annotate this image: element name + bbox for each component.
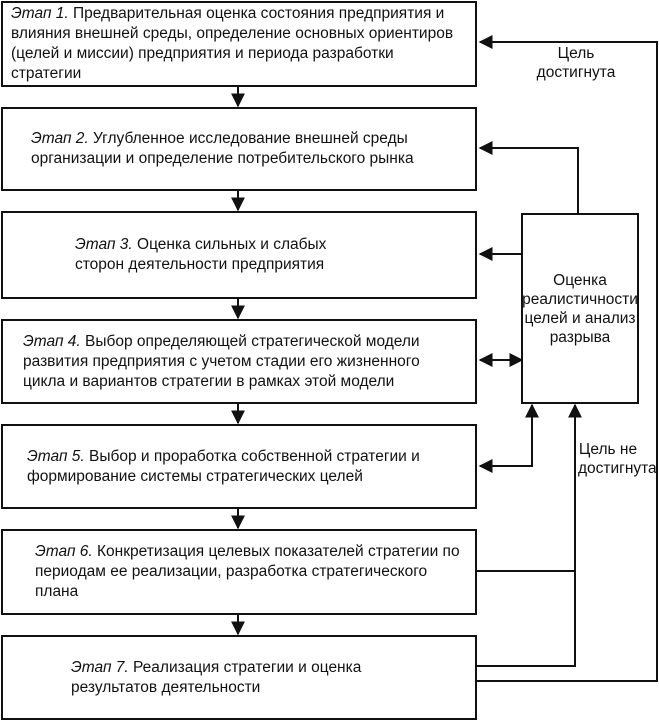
stage-1-text: Предварительная оценка состояния предпри…	[11, 5, 454, 82]
stage-7-box: Этап 7. Реализация стратегии и оценка ре…	[1, 635, 477, 720]
stage7-to-loop	[476, 571, 576, 667]
stage-4-label: Этап 4.	[23, 332, 81, 350]
stage-5-box: Этап 5. Выбор и проработка собственной с…	[1, 424, 477, 509]
stage-7-text: Реализация стратегии и оценка результато…	[71, 658, 362, 696]
stage-5-label: Этап 5.	[27, 447, 85, 465]
gap-analysis-box: Оценка реалистичности целей и анализ раз…	[521, 213, 639, 404]
stage-4-text: Выбор определяющей стратегической модели…	[23, 332, 420, 390]
loop-goal-not-reached	[476, 403, 582, 572]
stage-5-text: Выбор и проработка собственной стратегии…	[27, 447, 420, 485]
goal-not-reached-label: Цель не достигнута	[578, 441, 657, 477]
stage-3-box: Этап 3. Оценка сильных и слабых сторон д…	[1, 211, 477, 299]
stage-1-label: Этап 1.	[11, 5, 69, 22]
arrow-stage5-side	[478, 403, 539, 473]
stage-4-box: Этап 4. Выбор определяющей стратегическо…	[1, 319, 477, 404]
stage-7-label: Этап 7.	[71, 658, 129, 676]
stage-6-box: Этап 6. Конкретизация целевых показателе…	[1, 529, 477, 615]
stage-2-text: Углубленное исследование внешней среды о…	[31, 130, 414, 167]
goal-reached-label: Цель достигнута	[536, 45, 616, 81]
stage-2-box: Этап 2. Углубленное исследование внешней…	[1, 107, 477, 191]
stage-6-label: Этап 6.	[35, 543, 93, 560]
stage-3-text: Оценка сильных и слабых сторон деятельно…	[75, 236, 327, 273]
arrow-side-to-stage2	[478, 141, 579, 213]
stage-1-box: Этап 1. Предварительная оценка состояния…	[1, 1, 477, 87]
stage-3-label: Этап 3.	[75, 236, 133, 253]
gap-analysis-text: Оценка реалистичности целей и анализ раз…	[522, 271, 638, 346]
stage-2-label: Этап 2.	[31, 130, 89, 147]
loop-goal-reached	[476, 35, 658, 682]
stage-6-text: Конкретизация целевых показателей страте…	[35, 543, 460, 600]
